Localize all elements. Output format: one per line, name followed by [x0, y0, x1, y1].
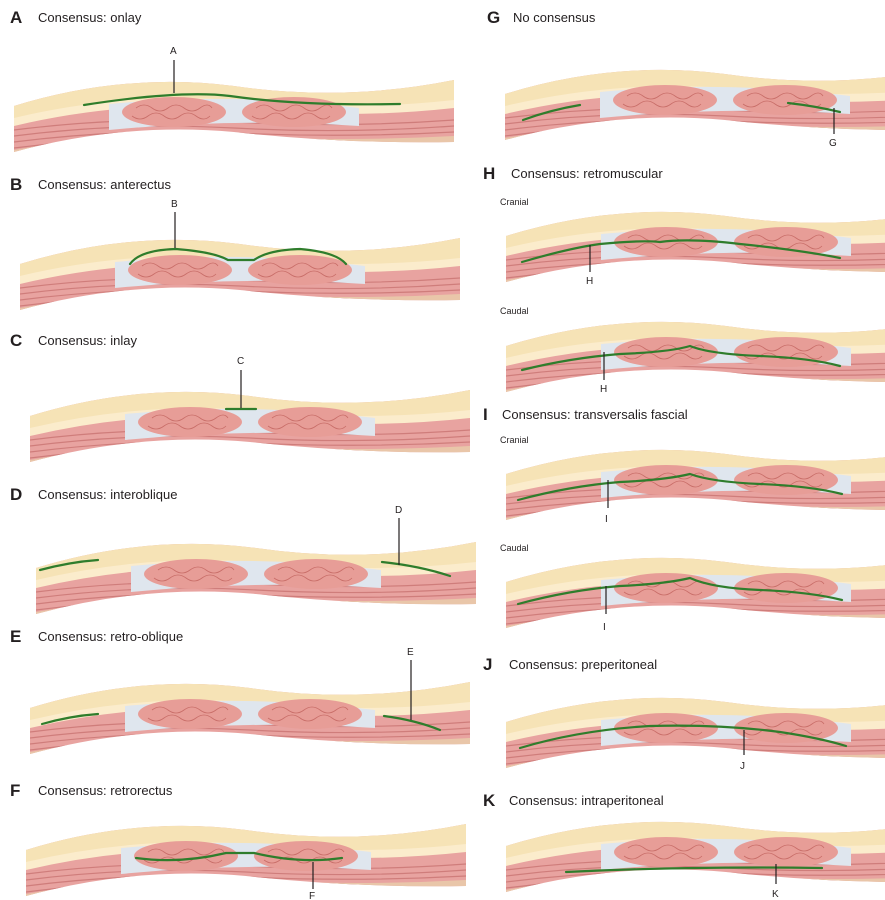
- abdominal-wall-illustration: [506, 798, 885, 898]
- pointer-label: D: [395, 505, 402, 516]
- panel-letter: E: [10, 627, 21, 646]
- panel-caption: Consensus: inlay: [38, 333, 137, 348]
- panel-caption: Consensus: retro-oblique: [38, 629, 183, 644]
- pointer-label: B: [171, 199, 178, 210]
- pointer-label: H: [586, 276, 593, 287]
- abdominal-wall-illustration: [20, 216, 460, 316]
- panel-caption: Consensus: intraperitoneal: [509, 793, 664, 808]
- panel-caption: Consensus: preperitoneal: [509, 657, 657, 672]
- abdominal-wall-illustration: [14, 58, 454, 158]
- panel-caption: No consensus: [513, 10, 596, 25]
- panel-letter: F: [10, 781, 20, 800]
- section-label-cranial: Cranial: [500, 197, 529, 207]
- panel-E: E Consensus: retro-oblique E: [10, 627, 470, 760]
- pointer-label: C: [237, 356, 244, 367]
- panel-caption: Consensus: interoblique: [38, 487, 177, 502]
- panel-caption: Consensus: retrorectus: [38, 783, 173, 798]
- abdominal-wall-illustration: [505, 46, 885, 146]
- panel-letter: G: [487, 8, 500, 27]
- panel-letter: K: [483, 791, 496, 810]
- panel-B: B Consensus: anterectus B: [10, 175, 460, 316]
- pointer-label: F: [309, 891, 315, 900]
- abdominal-wall-illustration: [506, 188, 885, 288]
- panel-A: A Consensus: onlay A: [10, 8, 454, 158]
- abdominal-wall-illustration: [36, 520, 476, 620]
- panel-letter: A: [10, 8, 22, 27]
- panel-caption: Consensus: transversalis fascial: [502, 407, 688, 422]
- abdominal-wall-illustration: [506, 674, 885, 774]
- pointer-label: I: [603, 622, 606, 633]
- pointer-label: I: [605, 514, 608, 525]
- abdominal-wall-illustration: [26, 802, 466, 900]
- panel-J: J Consensus: preperitoneal J: [483, 655, 885, 774]
- pointer-label: H: [600, 384, 607, 395]
- pointer-label: G: [829, 138, 837, 149]
- panel-letter: H: [483, 164, 495, 183]
- pointer-label: A: [170, 46, 177, 57]
- pointer-label: J: [740, 761, 745, 772]
- panel-I: I Consensus: transversalis fascial Crani…: [483, 405, 885, 634]
- pointer-label: E: [407, 647, 414, 658]
- abdominal-wall-illustration: [30, 660, 470, 760]
- panel-letter: I: [483, 405, 488, 424]
- panel-C: C Consensus: inlay C: [10, 331, 470, 468]
- panel-caption: Consensus: retromuscular: [511, 166, 663, 181]
- section-label-cranial: Cranial: [500, 435, 529, 445]
- panel-letter: J: [483, 655, 492, 674]
- pointer-label: K: [772, 889, 779, 900]
- panel-letter: B: [10, 175, 22, 194]
- abdominal-wall-illustration: [30, 368, 470, 468]
- panel-letter: C: [10, 331, 22, 350]
- panel-letter: D: [10, 485, 22, 504]
- panel-K: K Consensus: intraperitoneal K: [483, 791, 885, 900]
- panel-caption: Consensus: onlay: [38, 10, 142, 25]
- section-label-caudal: Caudal: [500, 306, 529, 316]
- panel-caption: Consensus: anterectus: [38, 177, 171, 192]
- panel-H: H Consensus: retromuscular Cranial H Cau…: [483, 164, 885, 398]
- panel-F: F Consensus: retrorectus F: [10, 781, 466, 900]
- panel-D: D Consensus: interoblique D: [10, 485, 476, 620]
- panel-G: G No consensus G: [487, 8, 885, 149]
- section-label-caudal: Caudal: [500, 543, 529, 553]
- abdominal-wall-illustration: [506, 534, 885, 634]
